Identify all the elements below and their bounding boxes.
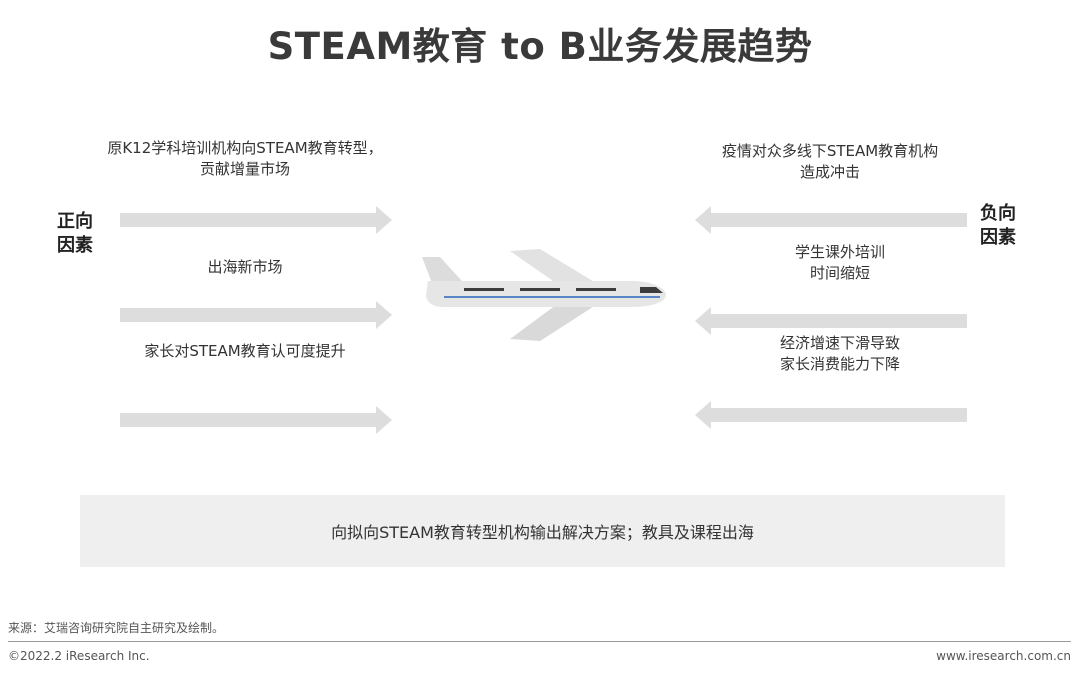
- negative-arrow-3: [695, 401, 967, 429]
- negative-label-line1: 负向: [980, 203, 1016, 224]
- airplane-icon: [422, 249, 666, 341]
- positive-factor-3: 家长对STEAM教育认可度提升: [80, 341, 410, 362]
- negative-factor-3-line1: 经济增速下滑导致: [779, 334, 900, 352]
- positive-arrow-2: [120, 301, 392, 329]
- page-title: STEAM教育 to B业务发展趋势: [267, 25, 813, 68]
- footer-divider: [8, 641, 1071, 642]
- positive-arrow-3: [120, 406, 392, 434]
- negative-factor-1: 疫情对众多线下STEAM教育机构 造成冲击: [680, 141, 980, 183]
- negative-arrow-1: [695, 206, 967, 234]
- negative-factor-2: 学生课外培训 时间缩短: [690, 242, 990, 284]
- negative-factor-1-line2: 造成冲击: [799, 163, 860, 181]
- positive-factor-1-line2: 贡献增量市场: [199, 160, 290, 178]
- negative-factor-1-line1: 疫情对众多线下STEAM教育机构: [721, 142, 939, 160]
- negative-factor-3-line2: 家长消费能力下降: [779, 355, 900, 373]
- positive-factor-1: 原K12学科培训机构向STEAM教育转型， 贡献增量市场: [80, 138, 410, 180]
- negative-arrow-2: [695, 307, 967, 335]
- negative-label-line2: 因素: [980, 227, 1016, 248]
- negative-factors-label: 负向 因素: [980, 202, 1016, 250]
- copyright-text: ©2022.2 iResearch Inc.: [8, 649, 150, 663]
- website-text: www.iresearch.com.cn: [936, 649, 1071, 663]
- negative-factor-2-line1: 学生课外培训: [794, 243, 885, 261]
- positive-arrow-1: [120, 206, 392, 234]
- positive-label-line2: 因素: [57, 235, 93, 256]
- negative-factor-3: 经济增速下滑导致 家长消费能力下降: [690, 333, 990, 375]
- conclusion-box: 向拟向STEAM教育转型机构输出解决方案；教具及课程出海: [80, 495, 1005, 567]
- positive-label-line1: 正向: [57, 211, 93, 232]
- positive-factors-label: 正向 因素: [57, 210, 93, 258]
- negative-factor-2-line2: 时间缩短: [809, 264, 870, 282]
- conclusion-text: 向拟向STEAM教育转型机构输出解决方案；教具及课程出海: [331, 523, 754, 542]
- positive-factor-2-line1: 出海新市场: [207, 258, 283, 276]
- source-note: 来源：艾瑞咨询研究院自主研究及绘制。: [8, 621, 225, 635]
- positive-factor-3-line1: 家长对STEAM教育认可度提升: [144, 342, 346, 360]
- positive-factor-1-line1: 原K12学科培训机构向STEAM教育转型，: [107, 139, 383, 157]
- positive-factor-2: 出海新市场: [80, 257, 410, 278]
